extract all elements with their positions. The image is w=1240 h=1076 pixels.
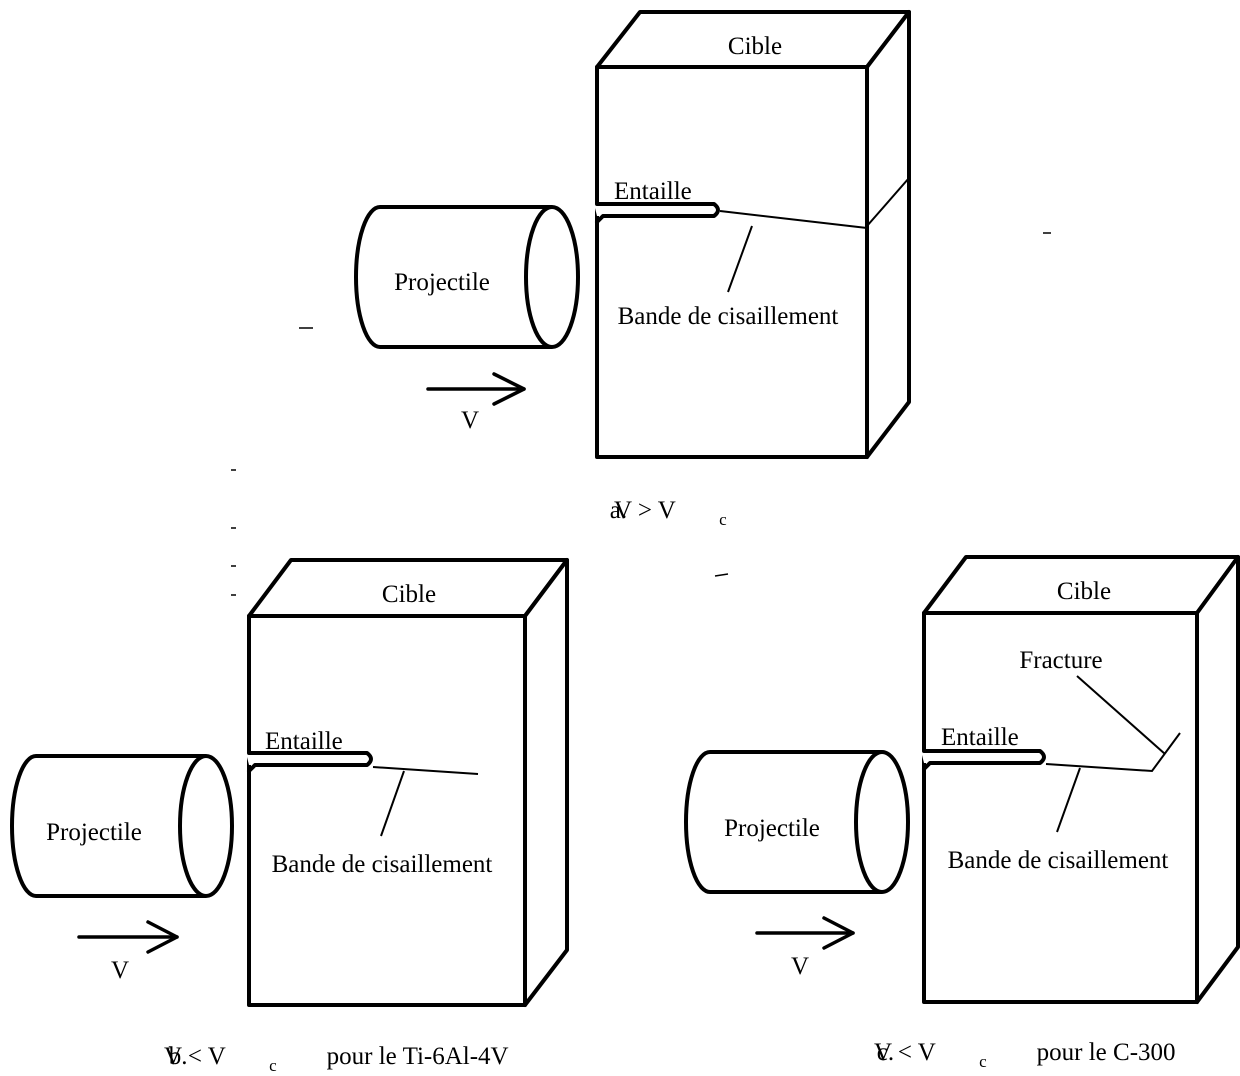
projectile-face (854, 750, 910, 894)
caption-subscript: c (979, 1052, 987, 1071)
velocity-label: V (111, 957, 129, 984)
shear-band-leader (380, 770, 405, 837)
notch-label: Entaille (941, 724, 1019, 751)
shear-band-line (719, 210, 868, 229)
projectile-face (524, 205, 580, 349)
target-block (247, 558, 569, 1007)
target-side-face (865, 10, 911, 459)
notch (921, 751, 1045, 763)
fracture-label: Fracture (1019, 647, 1102, 674)
caption-letter: b. (169, 1043, 188, 1070)
shear-band-label: Bande de cisaillement (948, 847, 1169, 874)
velocity-arrow-icon (426, 372, 526, 406)
target-front-face (247, 614, 527, 1007)
target-side-face (523, 558, 569, 1007)
caption-subscript: c (719, 510, 727, 529)
target-block (922, 555, 1240, 1004)
notch-outline (595, 202, 720, 224)
caption-a: a. V > V c (566, 497, 802, 531)
velocity-label: V (461, 407, 479, 434)
scan-artifacts (231, 232, 1051, 596)
caption-text: V > V (614, 497, 676, 524)
shear-band-line (372, 766, 479, 775)
caption-letter: a. (610, 497, 627, 524)
target-label: Cible (382, 581, 436, 608)
velocity-arrow-icon (755, 916, 855, 950)
caption-suffix: pour le C-300 (1030, 1039, 1175, 1066)
panel-a: Cible Entaille Bande de cisaillement Pro… (354, 10, 911, 531)
caption-c: c. V < V c pour le C-300 (833, 1039, 1207, 1073)
notch (594, 204, 719, 216)
target-side-face (1195, 555, 1240, 1004)
caption-text: V < V (164, 1043, 226, 1070)
projectile-label: Projectile (724, 815, 820, 842)
shear-band-side-line (866, 177, 910, 227)
projectile (354, 205, 580, 349)
caption-letter: c. (877, 1039, 894, 1066)
shear-band-leader (1056, 767, 1081, 833)
target-front-face (922, 611, 1199, 1004)
fracture-leader (1076, 675, 1166, 755)
panel-c: Cible Fracture Entaille Bande de cisaill… (684, 555, 1240, 1073)
caption-text: V < V (874, 1039, 936, 1066)
notch-label: Entaille (265, 728, 343, 755)
panel-b: Cible Entaille Bande de cisaillement Pro… (10, 558, 569, 1076)
velocity-label: V (791, 953, 809, 980)
shear-band-and-fracture-line (1045, 732, 1181, 773)
projectile-label: Projectile (394, 269, 490, 296)
velocity-arrow-icon (77, 920, 179, 954)
projectile (684, 750, 910, 894)
projectile-body (684, 750, 882, 894)
projectile (10, 754, 234, 898)
target-label: Cible (1057, 578, 1111, 605)
caption-b: b. V < V c pour le Ti-6Al-4V (125, 1043, 539, 1076)
notch-outline (247, 751, 373, 773)
notch-outline (922, 749, 1046, 771)
projectile-body (354, 205, 552, 349)
shear-band-leader (727, 225, 753, 293)
caption-suffix: pour le Ti-6Al-4V (320, 1043, 508, 1070)
shear-band-label: Bande de cisaillement (618, 303, 839, 330)
notch-label: Entaille (614, 178, 692, 205)
shear-band-label: Bande de cisaillement (272, 851, 493, 878)
projectile-label: Projectile (46, 819, 142, 846)
target-label: Cible (728, 33, 782, 60)
projectile-face (178, 754, 234, 898)
target-block (595, 10, 911, 459)
projectile-body (10, 754, 206, 898)
notch (246, 753, 372, 765)
caption-subscript: c (269, 1056, 277, 1075)
target-front-face (595, 65, 869, 459)
